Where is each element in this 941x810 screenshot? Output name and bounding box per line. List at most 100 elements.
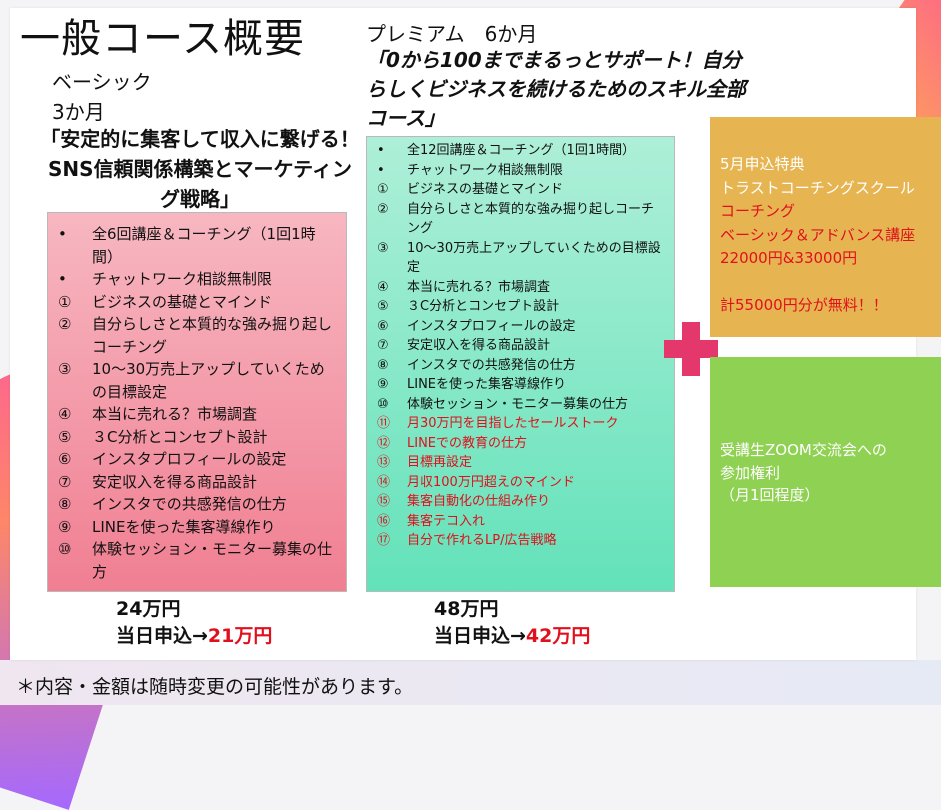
- list-item-text: 本当に売れる？市場調査: [92, 405, 258, 423]
- list-item-marker: ①: [58, 292, 72, 311]
- list-item-text: LINEを使った集客導線作り: [407, 377, 567, 392]
- list-item-marker: ⑨: [58, 517, 72, 536]
- list-item-text: 本当に売れる？市場調査: [407, 279, 551, 295]
- list-item-text: 自分らしさと本質的な強み掘り起しコーチング: [407, 201, 655, 237]
- basic-course-item: ⑦ 安定収入を得る商品設計: [58, 471, 334, 494]
- list-item-text: 全6回講座＆コーチング（1回1時間）: [92, 225, 316, 266]
- basic-course-box: • 全6回講座＆コーチング（1回1時間） • チャットワーク相談無制限 ① ビジネスの基礎…: [47, 212, 347, 592]
- list-item-marker: ⑮: [377, 494, 391, 509]
- list-item-text: LINEでの教育の仕方: [407, 435, 528, 451]
- basic-sameday-price-line: 当日申込→21万円: [116, 623, 272, 650]
- premium-course-item: ⑫ LINEでの教育の仕方: [377, 434, 666, 454]
- basic-course-item: • 全6回講座＆コーチング（1回1時間）: [58, 223, 334, 268]
- basic-course-catchphrase: 「安定的に集客して収入に繋げる！SNS信頼関係構築とマーケティング戦略」: [40, 127, 360, 211]
- premium-course-item: ⑰ 自分で作れるLP/広告戦略: [377, 531, 666, 551]
- list-item-marker: ⑪: [377, 416, 391, 431]
- list-item-text: 10～30万売上アップしていくための目標設定: [92, 360, 325, 401]
- premium-course-item: ⑦ 安定収入を得る商品設計: [377, 336, 666, 356]
- list-item-marker: ⑫: [377, 435, 391, 451]
- bonus-gold-line5: 22000円&33000円: [720, 249, 858, 267]
- premium-sameday-price: 42万円: [525, 625, 591, 647]
- list-item-marker: ⑥: [377, 318, 389, 334]
- page-title: 一般コース概要: [20, 16, 305, 62]
- list-item-marker: •: [58, 270, 67, 288]
- list-item-text: 目標再設定: [407, 455, 473, 470]
- list-item-text: チャットワーク相談無制限: [407, 162, 563, 178]
- list-item-text: ビジネスの基礎とマインド: [92, 292, 273, 311]
- premium-course-item: ⑨ LINEを使った集客導線作り: [377, 375, 666, 395]
- list-item-marker: ⑭: [377, 474, 391, 490]
- premium-sameday-label: 当日申込→: [434, 625, 526, 647]
- premium-course-item: ⑬ 目標再設定: [377, 453, 666, 473]
- list-item-marker: ⑯: [377, 513, 391, 529]
- list-item-text: LINEを使った集客導線作り: [92, 517, 276, 536]
- list-item-marker: ⑤: [377, 299, 389, 314]
- list-item-marker: ⑩: [377, 396, 389, 412]
- list-item-marker: •: [377, 162, 385, 178]
- list-item-text: インスタでの共感発信の仕方: [92, 495, 287, 513]
- premium-course-list: •全12回講座＆コーチング（1回1時間）• チャットワーク相談無制限 ① ビジネスの基…: [377, 141, 666, 551]
- list-item-text: 体験セッション・モニター募集の仕方: [92, 540, 333, 581]
- bonus-gold-line4: ベーシック＆アドバンス講座: [720, 225, 916, 244]
- disclaimer-note: ＊内容・金額は随時変更の可能性があります。: [16, 676, 414, 698]
- list-item-marker: ⑬: [377, 455, 391, 470]
- premium-sameday-price-line: 当日申込→42万円: [434, 623, 590, 650]
- bonus-gold-line6: 計55000円分が無料！！: [720, 295, 888, 314]
- premium-course-item: ① ビジネスの基礎とマインド: [377, 180, 666, 200]
- basic-price-block: 24万円 当日申込→21万円: [116, 596, 272, 650]
- bonus-green-line2: 参加権利: [720, 463, 781, 482]
- list-item-text: 10～30万売上アップしていくための目標設定: [407, 240, 661, 276]
- premium-price-block: 48万円 当日申込→42万円: [434, 596, 590, 650]
- bonus-gold-line2: トラストコーチングスクール: [720, 178, 915, 197]
- list-item-marker: ①: [377, 182, 389, 197]
- list-item-marker: ⑰: [377, 533, 391, 548]
- list-item-text: 安定収入を得る商品設計: [407, 338, 551, 353]
- basic-course-period: 3か月: [52, 100, 105, 124]
- list-item-text: 集客テコ入れ: [407, 513, 486, 529]
- basic-course-item: ③ 10～30万売上アップしていくための目標設定: [58, 358, 334, 403]
- list-item-text: インスタプロフィールの設定: [92, 450, 287, 468]
- bonus-gold-line3: コーチング: [720, 202, 796, 220]
- list-item-marker: ②: [58, 315, 72, 333]
- premium-course-box: •全12回講座＆コーチング（1回1時間）• チャットワーク相談無制限 ① ビジネスの基…: [366, 136, 675, 592]
- premium-course-item: •全12回講座＆コーチング（1回1時間）: [377, 141, 666, 161]
- list-item-text: 自分で作れるLP/広告戦略: [407, 533, 557, 548]
- bonus-green-line3: （月1回程度）: [720, 486, 820, 504]
- list-item-marker: ⑨: [377, 377, 389, 392]
- basic-course-name: ベーシック: [52, 70, 152, 94]
- list-item-marker: ③: [58, 360, 72, 378]
- premium-price: 48万円: [434, 598, 499, 620]
- list-item-text: 安定収入を得る商品設計: [92, 472, 258, 491]
- list-item-text: インスタプロフィールの設定: [407, 318, 576, 334]
- list-item-marker: •: [377, 143, 385, 158]
- list-item-marker: ⑧: [377, 357, 389, 373]
- premium-course-item: ⑤ ３C分析とコンセプト設計: [377, 297, 666, 317]
- basic-course-item: ① ビジネスの基礎とマインド: [58, 291, 334, 314]
- list-item-text: チャットワーク相談無制限: [92, 270, 272, 288]
- premium-course-name: プレミアム 6か月: [366, 22, 538, 46]
- basic-course-list: • 全6回講座＆コーチング（1回1時間） • チャットワーク相談無制限 ① ビジネスの基礎…: [58, 223, 334, 583]
- basic-sameday-price: 21万円: [207, 625, 273, 647]
- premium-course-item: ② 自分らしさと本質的な強み掘り起しコーチング: [377, 200, 666, 239]
- list-item-marker: ②: [377, 201, 389, 217]
- list-item-marker: ⑦: [377, 338, 389, 353]
- bonus-panel-gold: 5月申込特典 トラストコーチングスクール コーチング ベーシック＆アドバンス講座…: [710, 117, 941, 337]
- plus-icon: [664, 322, 718, 376]
- list-item-text: ビジネスの基礎とマインド: [407, 182, 564, 197]
- list-item-text: ３C分析とコンセプト設計: [407, 299, 560, 314]
- bottom-bar: [0, 660, 941, 705]
- list-item-marker: ⑦: [58, 472, 72, 491]
- list-item-marker: •: [58, 225, 67, 243]
- list-item-marker: ⑤: [58, 427, 72, 446]
